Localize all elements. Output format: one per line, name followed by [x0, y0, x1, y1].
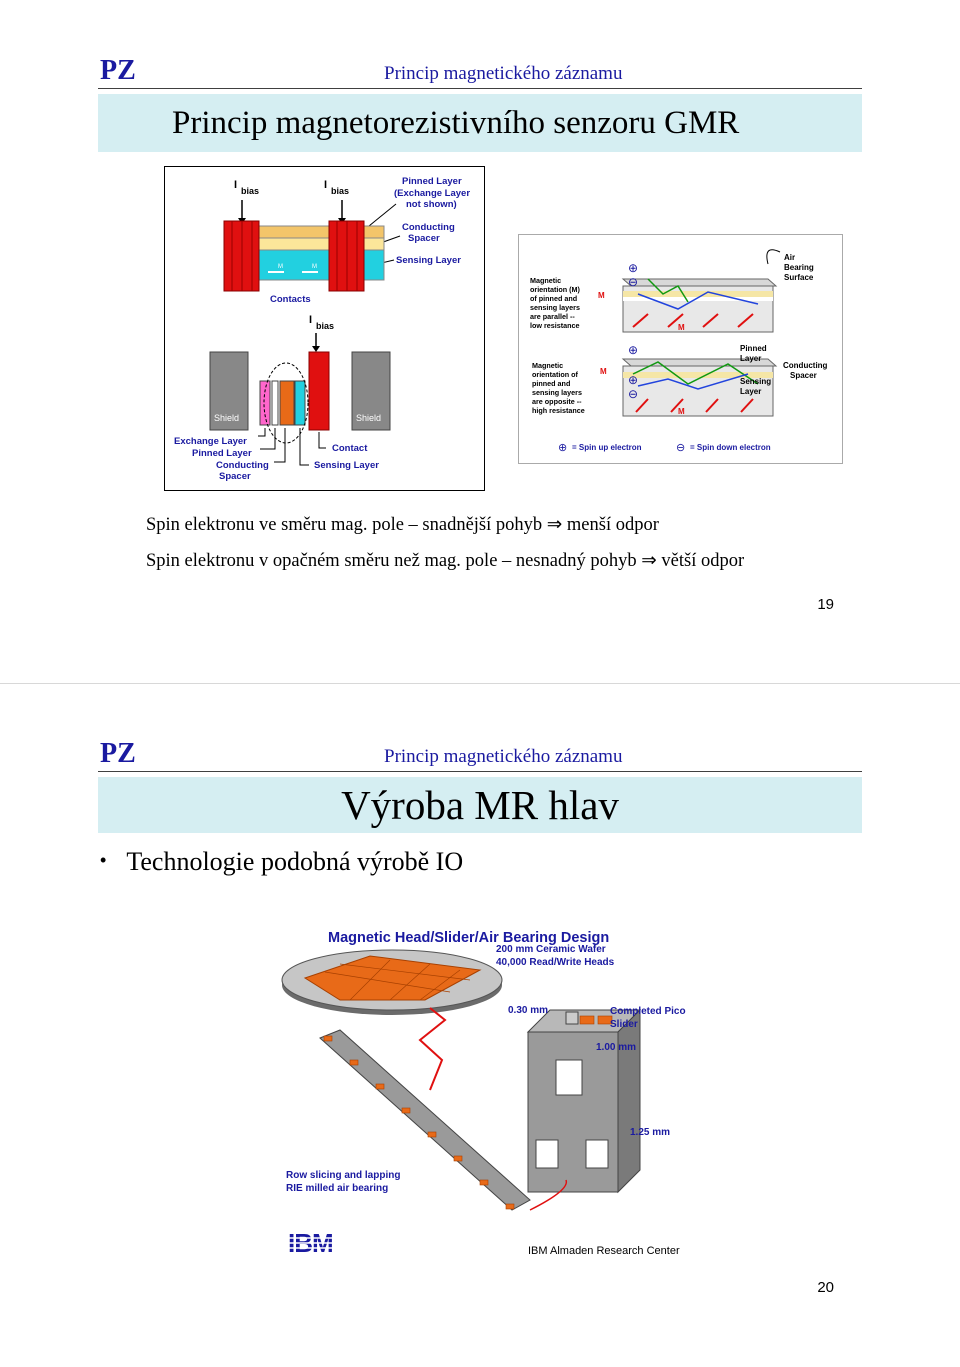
svg-text:M: M	[312, 264, 317, 270]
svg-text:are opposite --: are opposite --	[532, 397, 582, 406]
slide-title: Princip magnetorezistivního senzoru GMR	[172, 105, 740, 141]
svg-text:Spacer: Spacer	[790, 371, 817, 380]
svg-text:not shown): not shown)	[406, 199, 457, 210]
svg-text:⊕: ⊕	[628, 373, 638, 387]
svg-text:= Spin up electron: = Spin up electron	[572, 443, 642, 452]
header-rule	[98, 88, 862, 89]
svg-text:I: I	[234, 179, 237, 191]
svg-text:1.00 mm: 1.00 mm	[596, 1042, 636, 1053]
svg-text:Sensing: Sensing	[740, 377, 771, 386]
title-bar: Princip magnetorezistivního senzoru GMR	[98, 94, 862, 152]
svg-text:⊕: ⊕	[628, 343, 638, 357]
svg-text:M: M	[278, 264, 283, 270]
svg-text:Conducting: Conducting	[783, 361, 828, 370]
svg-text:pinned and: pinned and	[532, 379, 570, 388]
svg-text:Shield: Shield	[214, 413, 239, 423]
svg-text:sensing layers: sensing layers	[532, 388, 582, 397]
svg-text:0.30 mm: 0.30 mm	[508, 1005, 548, 1016]
svg-text:200 mm Ceramic Wafer: 200 mm Ceramic Wafer	[496, 944, 606, 955]
svg-text:Bearing: Bearing	[784, 263, 814, 272]
svg-text:Spacer: Spacer	[219, 471, 251, 482]
slide-separator	[0, 683, 960, 684]
svg-text:⊖: ⊖	[628, 275, 638, 289]
svg-text:Shield: Shield	[356, 413, 381, 423]
svg-text:M: M	[600, 367, 607, 376]
svg-text:bias: bias	[316, 321, 334, 331]
svg-text:low resistance: low resistance	[530, 321, 580, 330]
svg-text:⊖: ⊖	[628, 387, 638, 401]
bullet-item: • Technologie podobná výrobě IO	[100, 847, 463, 877]
svg-text:Magnetic: Magnetic	[530, 276, 561, 285]
svg-text:M: M	[598, 291, 605, 300]
svg-text:Layer: Layer	[740, 354, 761, 363]
svg-text:Conducting: Conducting	[216, 460, 269, 471]
svg-text:high resistance: high resistance	[532, 406, 585, 415]
svg-text:Spacer: Spacer	[408, 233, 440, 244]
page-number: 20	[817, 1279, 834, 1296]
svg-text:⊖: ⊖	[676, 442, 685, 454]
svg-text:Magnetic: Magnetic	[532, 361, 563, 370]
logo: PZ	[100, 738, 136, 769]
text-line-2: Spin elektronu v opačném směru než mag. …	[146, 551, 745, 571]
header-title: Princip magnetického záznamu	[384, 63, 623, 84]
spin-resistance-figure: Air Bearing Surface ⊕ ⊖ M M Magnetic ori…	[518, 234, 843, 464]
svg-text:Pinned Layer: Pinned Layer	[192, 448, 252, 459]
svg-text:are parallel --: are parallel --	[530, 312, 575, 321]
svg-text:Pinned Layer: Pinned Layer	[402, 176, 462, 187]
svg-text:Exchange Layer: Exchange Layer	[174, 436, 247, 447]
svg-text:Contact: Contact	[332, 443, 368, 454]
bullet-icon: •	[100, 850, 107, 870]
svg-text:RIE milled air bearing: RIE milled air bearing	[286, 1183, 388, 1194]
svg-text:IBM Almaden Research Center: IBM Almaden Research Center	[528, 1245, 680, 1257]
svg-text:orientation (M): orientation (M)	[530, 285, 581, 294]
logo: PZ	[100, 55, 136, 86]
svg-text:Air: Air	[784, 253, 795, 262]
svg-text:Sensing Layer: Sensing Layer	[396, 255, 461, 266]
slide-20: PZ Princip magnetického záznamu Výroba M…	[0, 684, 960, 1367]
svg-text:I: I	[309, 314, 312, 326]
svg-text:(Exchange Layer: (Exchange Layer	[394, 188, 470, 199]
svg-text:⊕: ⊕	[628, 261, 638, 275]
slide-19: PZ Princip magnetického záznamu Princip …	[0, 0, 960, 683]
svg-text:Completed Pico: Completed Pico	[610, 1006, 686, 1017]
header-title: Princip magnetického záznamu	[384, 746, 623, 767]
ibm-slider-figure: Magnetic Head/Slider/Air Bearing Design …	[281, 930, 686, 1258]
svg-text:⊕: ⊕	[558, 442, 567, 454]
svg-text:Contacts: Contacts	[270, 294, 311, 305]
gmr-head-figure: I bias I bias Pinned Layer (Exchange Lay…	[164, 166, 485, 491]
svg-text:orientation of: orientation of	[532, 370, 579, 379]
title-bar: Výroba MR hlav	[98, 777, 862, 833]
svg-text:Conducting: Conducting	[402, 222, 455, 233]
svg-text:Row slicing and lapping: Row slicing and lapping	[286, 1170, 400, 1181]
bullet-text: Technologie podobná výrobě IO	[126, 847, 464, 876]
svg-text:Sensing Layer: Sensing Layer	[314, 460, 379, 471]
svg-text:Slider: Slider	[610, 1019, 638, 1030]
svg-text:Pinned: Pinned	[740, 344, 767, 353]
text-line-1: Spin elektronu ve směru mag. pole – snad…	[146, 515, 659, 535]
svg-text:M: M	[678, 407, 685, 416]
svg-text:bias: bias	[331, 186, 349, 196]
svg-text:Surface: Surface	[784, 273, 814, 282]
svg-text:of pinned and: of pinned and	[530, 294, 577, 303]
svg-text:M: M	[678, 323, 685, 332]
svg-text:I: I	[324, 179, 327, 191]
svg-text:1.25 mm: 1.25 mm	[630, 1127, 670, 1138]
svg-text:Magnetic Head/Slider/Air Beari: Magnetic Head/Slider/Air Bearing Design	[328, 930, 609, 946]
svg-text:= Spin down electron: = Spin down electron	[690, 443, 771, 452]
svg-text:sensing layers: sensing layers	[530, 303, 580, 312]
page-number: 19	[817, 596, 834, 613]
svg-text:Layer: Layer	[740, 387, 761, 396]
slide-title: Výroba MR hlav	[341, 782, 619, 828]
header-rule	[98, 771, 862, 772]
svg-text:bias: bias	[241, 186, 259, 196]
svg-text:40,000 Read/Write Heads: 40,000 Read/Write Heads	[496, 957, 615, 968]
